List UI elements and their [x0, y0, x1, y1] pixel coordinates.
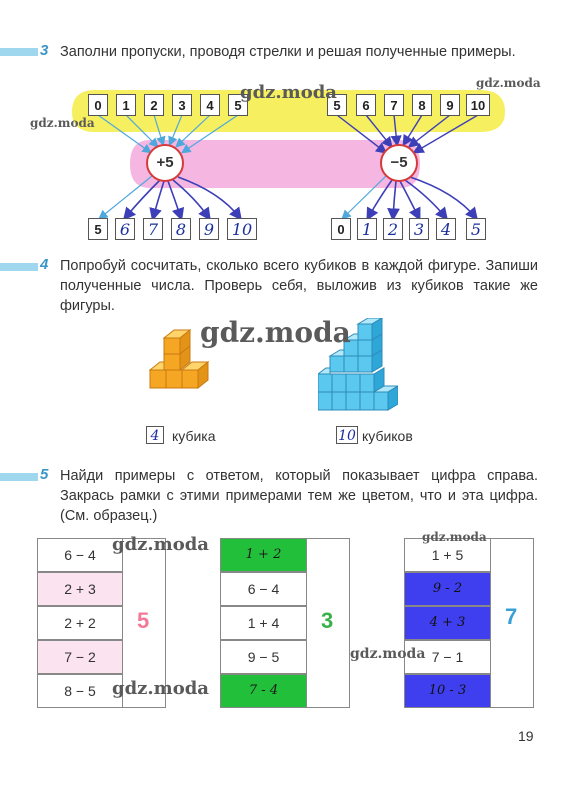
- t3-right-top-1: 6: [356, 94, 376, 116]
- t3-right-top-0: 5: [327, 94, 347, 116]
- watermark-4: gdz.moda: [200, 316, 351, 349]
- t3-right-top-2: 7: [384, 94, 404, 116]
- col1-cell-3: 7 − 2: [37, 640, 123, 674]
- col2-cell-1: 6 − 4: [220, 572, 307, 606]
- t3-right-top-3: 8: [412, 94, 432, 116]
- task4-text: Попробуй сосчитать, сколько всего кубико…: [60, 258, 538, 314]
- t3-right-bottom-1: 2: [383, 218, 403, 240]
- task3-marker: [0, 48, 38, 56]
- watermark-6: gdz.moda: [422, 530, 487, 544]
- col3-cell-2: 4 + 3: [404, 606, 491, 640]
- blue-cubes-figure: [318, 318, 398, 411]
- col1-digit-frame: [122, 538, 166, 708]
- t3-right-top-5: 10: [466, 94, 490, 116]
- t3-left-top-5: 5: [228, 94, 248, 116]
- task3-text: Заполни пропуски, проводя стрелки и реша…: [60, 44, 516, 60]
- t3-left-bottom-printed: 5: [88, 218, 108, 240]
- t3-left-bottom-1: 7: [143, 218, 163, 240]
- t3-left-top-2: 2: [144, 94, 164, 116]
- t3-left-top-1: 1: [116, 94, 136, 116]
- t4-right-word: кубиков: [362, 428, 413, 444]
- t3-right-bottom-4: 5: [466, 218, 486, 240]
- col3-cell-3: 7 − 1: [404, 640, 491, 674]
- t3-left-top-0: 0: [88, 94, 108, 116]
- t3-left-bottom-2: 8: [171, 218, 191, 240]
- task3-number: 3: [40, 42, 49, 59]
- col2-digit-frame: [306, 538, 350, 708]
- col1-cell-0: 6 − 4: [37, 538, 123, 572]
- col3-cell-1: 9 - 2: [404, 572, 491, 606]
- t4-left-answer: 4: [146, 426, 164, 444]
- col1-cell-1: 2 + 3: [37, 572, 123, 606]
- task5-text: Найди примеры с ответом, который показыв…: [60, 468, 538, 524]
- watermark-5: gdz.moda: [112, 534, 209, 555]
- col2-cell-0: 1 + 2: [220, 538, 307, 572]
- task5-number: 5: [40, 466, 49, 483]
- col2-digit: 3: [321, 608, 334, 633]
- watermark-7: gdz.moda: [350, 646, 426, 662]
- page-number: 19: [518, 728, 534, 744]
- col2-cell-3: 9 − 5: [220, 640, 307, 674]
- t3-left-bottom-3: 9: [199, 218, 219, 240]
- col3-digit-frame: [490, 538, 534, 708]
- t3-right-bottom-0: 1: [357, 218, 377, 240]
- col3-cell-0: 1 + 5: [404, 538, 491, 572]
- watermark-3: gdz.moda: [476, 76, 541, 90]
- t3-left-bottom-4: 10: [227, 218, 257, 240]
- t3-right-top-4: 9: [440, 94, 460, 116]
- col1-cell-4: 8 − 5: [37, 674, 123, 708]
- col2-cell-4: 7 - 4: [220, 674, 307, 708]
- watermark-8: gdz.moda: [112, 678, 209, 699]
- col1-cell-2: 2 + 2: [37, 606, 123, 640]
- col1-digit: 5: [137, 608, 150, 633]
- col3-digit: 7: [505, 604, 518, 629]
- orange-cubes-figure: [148, 328, 210, 390]
- pink-band: [130, 140, 420, 188]
- t3-left-top-4: 4: [200, 94, 220, 116]
- col3-cell-4: 10 - 3: [404, 674, 491, 708]
- t3-right-bottom-3: 4: [436, 218, 456, 240]
- task4-marker: [0, 263, 38, 271]
- task5-marker: [0, 473, 38, 481]
- watermark-2: gdz.moda: [30, 116, 95, 130]
- col2-cell-2: 1 + 4: [220, 606, 307, 640]
- t3-right-bottom-printed: 0: [331, 218, 351, 240]
- t3-left-top-3: 3: [172, 94, 192, 116]
- t4-left-word: кубика: [172, 428, 216, 444]
- t3-left-operation: +5: [146, 144, 184, 182]
- t4-right-answer: 10: [336, 426, 358, 444]
- t3-right-operation: −5: [380, 144, 418, 182]
- task4-number: 4: [40, 256, 49, 273]
- watermark-1: gdz.moda: [240, 82, 337, 103]
- t3-left-bottom-0: 6: [115, 218, 135, 240]
- t3-right-bottom-2: 3: [409, 218, 429, 240]
